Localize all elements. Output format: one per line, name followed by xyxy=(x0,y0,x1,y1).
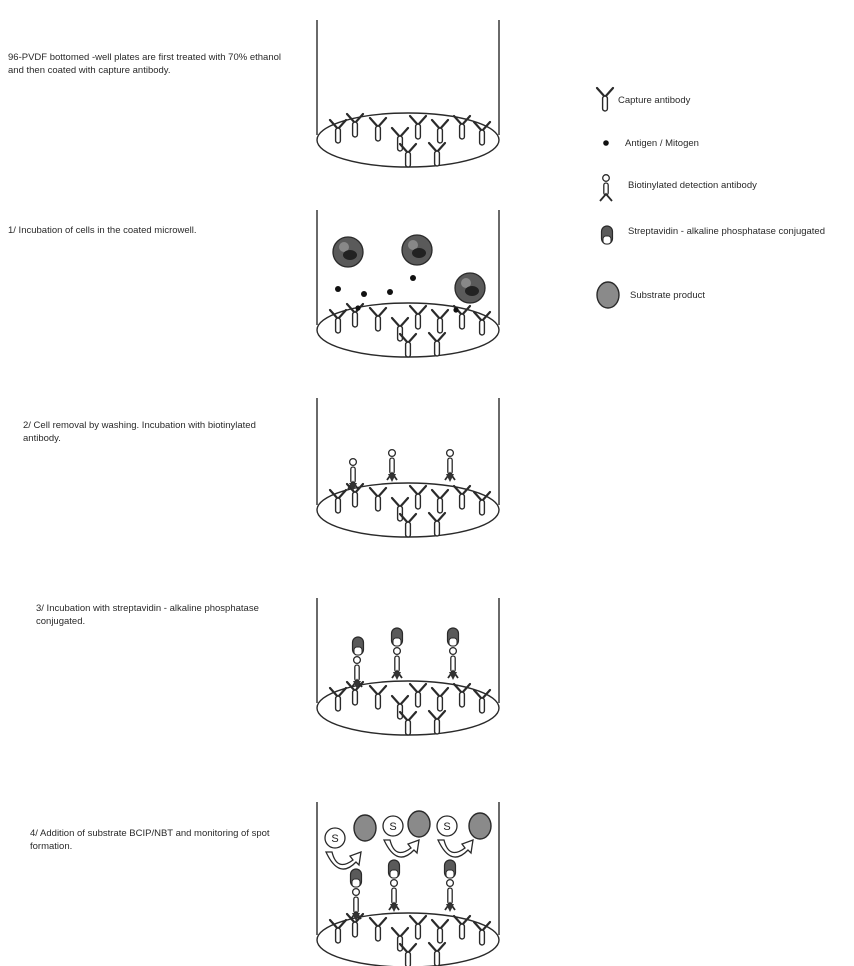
streptavidin-conjugate-icon xyxy=(600,225,614,245)
substrate-symbol: S xyxy=(389,821,396,833)
well-step-4: S S S xyxy=(316,802,500,966)
legend-label-capture: Capture antibody xyxy=(618,95,691,106)
legend-label-biotinylated: Biotinylated detection antibody xyxy=(628,180,757,191)
well-step-3 xyxy=(316,598,500,737)
legend-label-streptavidin: Streptavidin - alkaline phosphatase conj… xyxy=(628,226,825,237)
biotinylated-antibody-icon xyxy=(599,174,613,202)
step-4-text: 4/ Addition of substrate BCIP/NBT and mo… xyxy=(30,828,270,852)
well-step-0 xyxy=(316,20,500,169)
step-1-text: 1/ Incubation of cells in the coated mic… xyxy=(8,225,197,236)
step-0-text: 96-PVDF bottomed -well plates are first … xyxy=(8,52,281,76)
substrate-product-icon xyxy=(596,281,620,309)
legend-label-substrate: Substrate product xyxy=(630,290,705,301)
step-2-text: 2/ Cell removal by washing. Incubation w… xyxy=(23,420,256,444)
capture-antibody-icon xyxy=(595,86,615,113)
well-step-2 xyxy=(316,398,500,539)
step-3-text: 3/ Incubation with streptavidin - alkali… xyxy=(36,603,259,627)
substrate-symbol: S xyxy=(443,821,450,833)
well-step-1 xyxy=(316,210,500,359)
antigen-dot-icon xyxy=(603,140,609,146)
legend-label-antigen: Antigen / Mitogen xyxy=(625,138,699,149)
substrate-symbol: S xyxy=(331,833,338,845)
